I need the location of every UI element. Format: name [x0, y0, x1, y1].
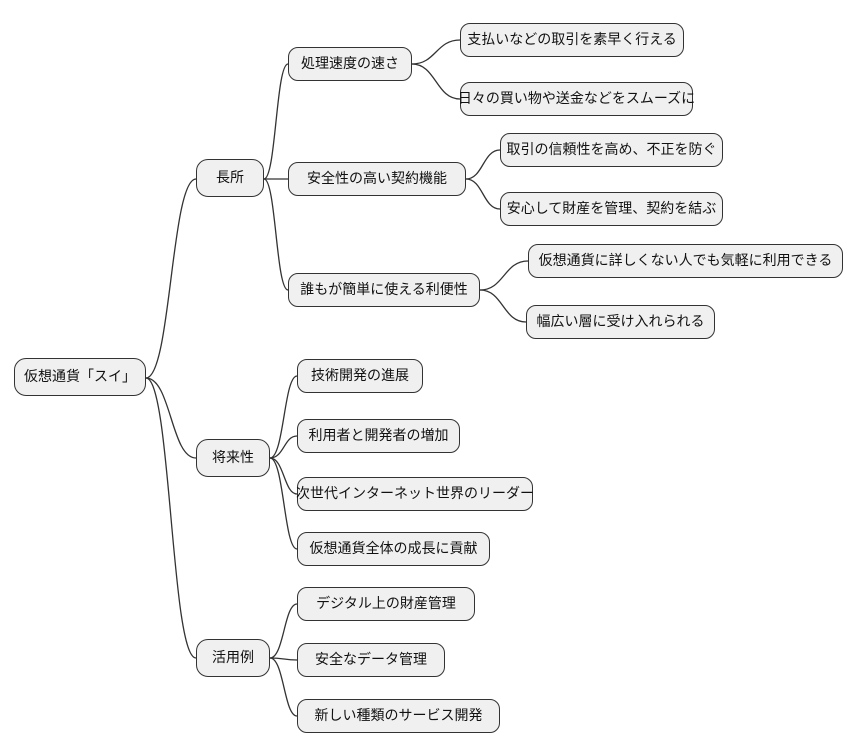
root-node: 仮想通貨「スイ」: [14, 358, 146, 396]
edge-root-usecases: [145, 377, 197, 659]
edge-usability-beginners: [479, 260, 529, 291]
node-easy-usability: 誰もが簡単に使える利便性: [288, 273, 480, 307]
edge-pros-usability: [263, 178, 289, 291]
leaf-wide-acceptance: 幅広い層に受け入れられる: [526, 305, 715, 339]
edge-future-growth: [269, 457, 298, 550]
leaf-new-services: 新しい種類のサービス開発: [297, 699, 500, 733]
edge-future-tech: [269, 375, 298, 459]
edge-root-pros: [145, 178, 197, 379]
leaf-crypto-growth: 仮想通貨全体の成長に貢献: [297, 532, 490, 566]
edge-root-future: [145, 377, 197, 459]
leaf-secure-data-management: 安全なデータ管理: [297, 643, 445, 677]
edge-usecases-data: [269, 657, 298, 661]
leaf-trust-fraud-prevention: 取引の信頼性を高め、不正を防ぐ: [500, 133, 723, 167]
edge-speed-fast: [411, 39, 461, 65]
leaf-safe-asset-management: 安心して財産を管理、契約を結ぶ: [500, 192, 723, 226]
edge-future-leader: [269, 457, 298, 495]
leaf-tech-progress: 技術開発の進展: [297, 359, 423, 393]
branch-usecases: 活用例: [196, 639, 270, 677]
edge-future-users: [269, 435, 298, 459]
node-processing-speed: 処理速度の速さ: [288, 47, 412, 81]
leaf-fast-transactions: 支払いなどの取引を素早く行える: [460, 23, 684, 57]
edge-usability-wide: [479, 289, 527, 323]
leaf-next-gen-leader: 次世代インターネット世界のリーダー: [296, 477, 534, 511]
branch-future: 将来性: [196, 439, 270, 477]
edge-contracts-safe: [465, 178, 501, 210]
edge-pros-speed: [263, 63, 289, 180]
node-secure-contracts: 安全性の高い契約機能: [288, 162, 466, 196]
edge-usecases-services: [269, 657, 298, 717]
leaf-user-dev-growth: 利用者と開発者の増加: [297, 419, 460, 453]
edge-usecases-digital: [269, 603, 298, 659]
leaf-digital-asset-management: デジタル上の財産管理: [297, 587, 475, 621]
leaf-smooth-payments: 日々の買い物や送金などをスムーズに: [458, 82, 695, 116]
edge-speed-smooth: [411, 63, 461, 100]
leaf-accessible-to-beginners: 仮想通貨に詳しくない人でも気軽に利用できる: [528, 244, 843, 278]
branch-pros: 長所: [196, 159, 264, 197]
edge-contracts-trust: [465, 149, 501, 180]
